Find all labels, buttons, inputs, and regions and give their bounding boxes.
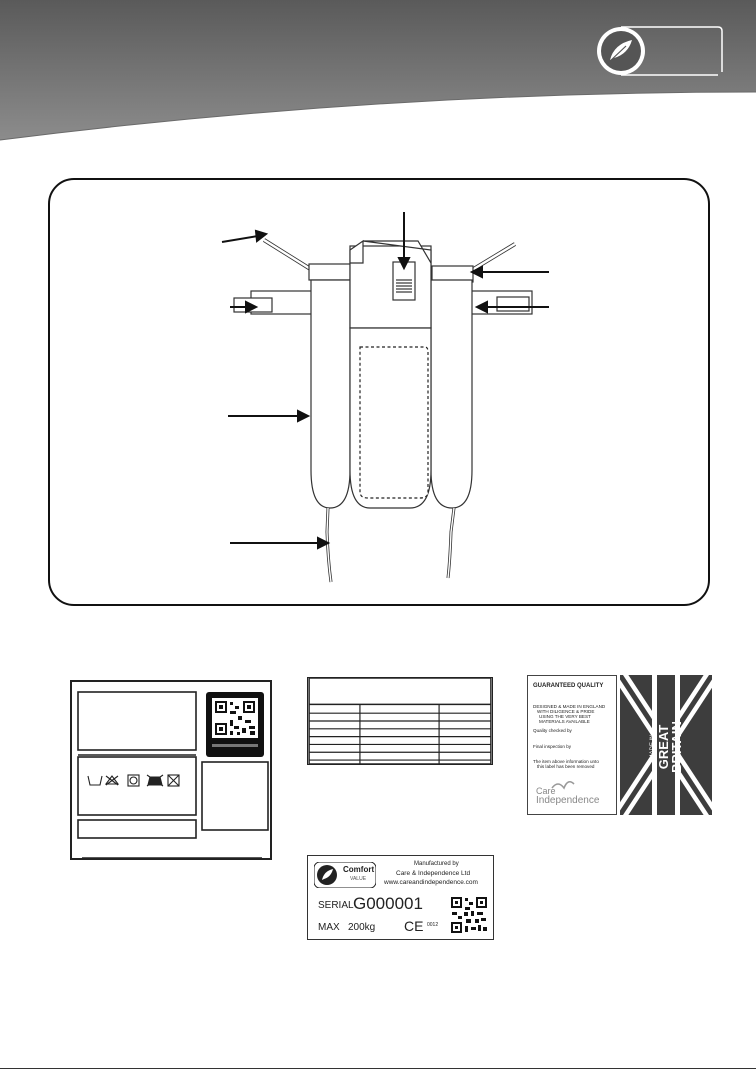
website: www.careandindependence.com: [384, 879, 478, 886]
made-in-britain-flag: MADE IN GREAT BRITAIN: [620, 675, 712, 815]
qr-code: [450, 896, 488, 934]
serial-label: SERIAL: [318, 900, 354, 911]
serial-value: G000001: [353, 894, 423, 913]
sling-diagram-frame: [48, 178, 710, 606]
ce-mark: CE: [404, 918, 424, 934]
footer-rule: [0, 1068, 756, 1069]
wash-care-label: [70, 680, 272, 860]
ce-code: 0012: [427, 922, 439, 928]
britain-label: BRITAIN: [669, 721, 684, 773]
quality-checked: Quality checked by: [533, 728, 572, 733]
final-inspection: Final inspection by: [533, 744, 572, 749]
guarantee-note: The item above information unto: [533, 759, 599, 764]
serial-plate: Comfort VALUE Manufactured by Care & Ind…: [307, 855, 494, 940]
care-logo-icon: [551, 780, 575, 790]
made-in-britain-text: MADE IN GREAT BRITAIN: [649, 721, 684, 773]
logo-sub: VALUE: [350, 876, 367, 882]
guarantee-card: GUARANTEED QUALITY DESIGNED & MADE IN EN…: [527, 675, 617, 815]
guarantee-line: DESIGNED & MADE IN ENGLAND: [533, 704, 606, 709]
max-value: 200kg: [348, 922, 376, 933]
comfort-logo: [314, 862, 376, 888]
max-label: MAX: [318, 922, 340, 933]
header-band: [0, 0, 756, 141]
brand-line: Care: [536, 786, 556, 796]
company-name: Care & Independence Ltd: [396, 870, 471, 877]
brand-name: Care Independence: [536, 786, 599, 806]
wash-icon: [87, 775, 103, 786]
guarantee-line: USING THE VERY BEST: [539, 714, 591, 719]
logo-word: Comfort: [343, 865, 375, 874]
guarantee-line: WITH DILIGENCE & PRIDE: [537, 709, 595, 714]
brand-logo: [597, 26, 723, 76]
guarantee-line: MATERIALS AVAILABLE: [539, 719, 590, 724]
guarantee-heading: GUARANTEED QUALITY: [533, 683, 604, 689]
brand-line: Independence: [536, 795, 600, 806]
manufactured-by: Manufactured by: [414, 861, 459, 867]
load-table-label: [307, 677, 493, 765]
guarantee-note: this label has been removed: [537, 764, 595, 769]
